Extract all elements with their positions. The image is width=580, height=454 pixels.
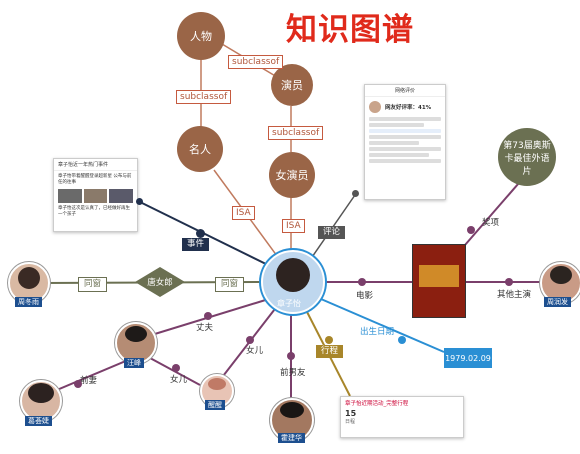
hair — [18, 267, 40, 289]
hair — [208, 378, 226, 390]
placeholder-line — [369, 135, 441, 139]
person-name: 葛荟婕 — [25, 416, 52, 426]
edge-pin — [204, 312, 212, 320]
edge-label-schedule: 行程 — [316, 345, 344, 358]
avatar — [369, 101, 381, 113]
hair — [280, 402, 304, 418]
edge-label-tongchuang: 同窗 — [215, 277, 245, 292]
edge-pin — [325, 336, 333, 344]
news-card[interactable]: 章子怡近一年热门事件 章子怡带着醒醒登录超新星 公布与前任的往事 章子怡这次是认… — [53, 158, 138, 232]
news-thumb — [58, 189, 82, 203]
news-thumb — [83, 189, 108, 203]
edge-endpoint — [352, 190, 359, 197]
hair — [276, 258, 310, 292]
edge-label-movie: 电影 — [356, 291, 374, 301]
comment-card-header: 网络评价 — [365, 85, 445, 97]
edge-label-comment: 评论 — [318, 226, 346, 239]
edge-pin — [358, 278, 366, 286]
tang-label: 唐女郎 — [147, 278, 173, 288]
edge-pin — [172, 364, 180, 372]
edge-label-exwife: 前妻 — [80, 376, 98, 386]
news-item[interactable]: 章子怡带着醒醒登录超新星 公布与前任的往事 — [58, 174, 132, 185]
relation-isa: ISA — [282, 219, 305, 233]
center-avatar[interactable] — [261, 250, 325, 314]
hair — [28, 383, 54, 403]
news-item[interactable]: 章子怡这次是认真了，已经做好再生一个孩子 — [58, 206, 130, 217]
placeholder-line — [369, 147, 441, 151]
person-name: 霍建华 — [278, 433, 305, 443]
person-name: 醒醒 — [205, 400, 225, 410]
center-name: 章子怡 — [277, 299, 301, 308]
concept-yanyuan[interactable]: 演员 — [271, 64, 313, 106]
edge-award — [464, 175, 526, 246]
edge-endpoint — [136, 198, 143, 205]
hair — [550, 266, 572, 284]
award-node[interactable]: 第73届奥斯卡最佳外语片 — [498, 128, 556, 186]
edge-pin — [467, 226, 475, 234]
person-name: 周润发 — [544, 297, 571, 307]
edge-birth — [313, 295, 445, 353]
placeholder-line — [369, 153, 429, 157]
schedule-date: 15 — [345, 409, 357, 418]
comment-score: 网友好评率：41% — [385, 105, 432, 111]
relation-subclassof: subclassof — [228, 55, 284, 69]
edge-label-exbf: 前男友 — [280, 368, 306, 378]
person-avatar[interactable] — [115, 322, 157, 364]
concept-mingren[interactable]: 名人 — [177, 126, 223, 172]
page-title: 知识图谱 — [286, 12, 414, 48]
person-name: 汪峰 — [124, 358, 144, 368]
edge-label-costar: 其他主演 — [497, 290, 532, 300]
edge-pin — [398, 336, 406, 344]
edge-pin — [196, 229, 205, 238]
schedule-header: 章子怡近期活动_完整行程 — [345, 401, 409, 407]
news-card-header: 章子怡近一年热门事件 — [54, 159, 137, 171]
edge-label-birth: 出生日期 — [360, 327, 395, 337]
hair — [125, 326, 147, 342]
relation-isa: ISA — [232, 206, 255, 220]
placeholder-line — [369, 159, 441, 163]
tang-diamond[interactable]: 唐女郎 — [135, 267, 185, 297]
edge-label-award: 奖项 — [482, 218, 500, 228]
placeholder-line — [369, 129, 441, 133]
comment-card[interactable]: 网络评价 网友好评率：41% — [364, 84, 446, 200]
placeholder-line — [369, 117, 441, 121]
placeholder-line — [369, 123, 424, 127]
relation-subclassof: subclassof — [268, 126, 324, 140]
edge-pin — [505, 278, 513, 286]
person-name: 周冬雨 — [15, 297, 42, 307]
concept-renwu[interactable]: 人物 — [177, 12, 225, 60]
poster-art — [419, 265, 459, 287]
relation-subclassof: subclassof — [176, 90, 232, 104]
schedule-card[interactable]: 章子怡近期活动_完整行程 15 日程 — [340, 396, 464, 438]
news-thumb — [109, 189, 134, 203]
edge-label-daughter2: 女儿 — [170, 375, 188, 385]
edge-label-tongchuang: 同窗 — [78, 277, 108, 292]
edge-pin — [246, 336, 254, 344]
edge-label-husband: 丈夫 — [196, 323, 214, 333]
schedule-label: 日程 — [345, 419, 356, 425]
movie-poster[interactable] — [412, 244, 466, 318]
edge-label-event: 事件 — [182, 238, 210, 251]
concept-nvyanyuan[interactable]: 女演员 — [269, 152, 315, 198]
edge-pin — [287, 352, 295, 360]
edge-pin — [74, 380, 82, 388]
placeholder-line — [369, 141, 419, 145]
birth-date-box[interactable]: 1979.02.09 — [444, 348, 492, 368]
edge-label-daughter: 女儿 — [246, 346, 264, 356]
